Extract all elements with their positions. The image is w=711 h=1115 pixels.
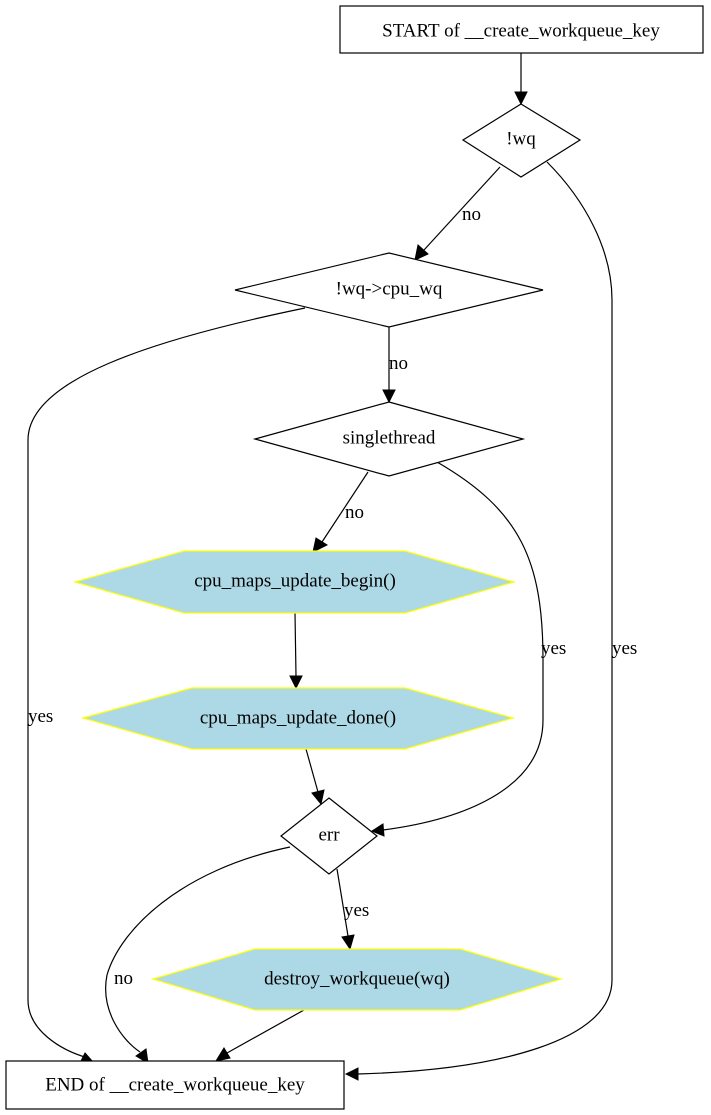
maps-begin-process-label: cpu_maps_update_begin(): [194, 570, 396, 591]
cpu-wq-decision: !wq->cpu_wq: [234, 252, 544, 328]
edge-label-err-no: no: [114, 968, 133, 989]
nodes: START of __create_workqueue_key !wq !wq-…: [5, 5, 704, 1110]
edge-destroy-to-end: [214, 1009, 305, 1062]
destroy-process-label: destroy_workqueue(wq): [264, 968, 450, 989]
err-decision: err: [280, 797, 378, 875]
edge-label-singlethread-yes: yes: [541, 638, 566, 659]
edges: no yes no yes no yes: [27, 53, 637, 1081]
end-node-label: END of __create_workqueue_key: [45, 1074, 305, 1095]
singlethread-decision: singlethread: [252, 401, 526, 477]
edge-label-wq-no: no: [462, 204, 481, 225]
edge-wq-yes: [344, 161, 613, 1081]
maps-done-process-label: cpu_maps_update_done(): [200, 707, 396, 728]
destroy-process: destroy_workqueue(wq): [150, 948, 564, 1011]
edge-label-cpu-wq-yes: yes: [28, 706, 53, 727]
start-node: START of __create_workqueue_key: [339, 5, 704, 54]
edge-label-singlethread-no: no: [345, 502, 364, 523]
edge-label-err-yes: yes: [344, 900, 369, 921]
edge-singlethread-no: [312, 471, 369, 553]
maps-begin-process: cpu_maps_update_begin(): [72, 550, 517, 614]
edge-err-yes: [336, 868, 355, 951]
edge-err-no: [105, 846, 291, 1064]
wq-decision-label: !wq: [506, 128, 536, 149]
edge-done-to-err: [305, 748, 325, 806]
edge-wq-no: [414, 166, 501, 261]
wq-decision: !wq: [461, 103, 582, 178]
edge-begin-to-done: [289, 612, 303, 690]
start-node-label: START of __create_workqueue_key: [382, 20, 660, 41]
singlethread-decision-label: singlethread: [343, 427, 436, 448]
edge-label-cpu-wq-no: no: [389, 353, 408, 374]
edge-label-wq-yes: yes: [612, 638, 637, 659]
edge-cpu-wq-no: [382, 327, 396, 404]
cpu-wq-decision-label: !wq->cpu_wq: [336, 278, 443, 299]
end-node: END of __create_workqueue_key: [5, 1060, 345, 1110]
err-decision-label: err: [318, 824, 340, 845]
maps-done-process: cpu_maps_update_done(): [80, 687, 516, 750]
edge-singlethread-yes: [370, 461, 544, 837]
edge-start-to-wq: [514, 53, 528, 106]
